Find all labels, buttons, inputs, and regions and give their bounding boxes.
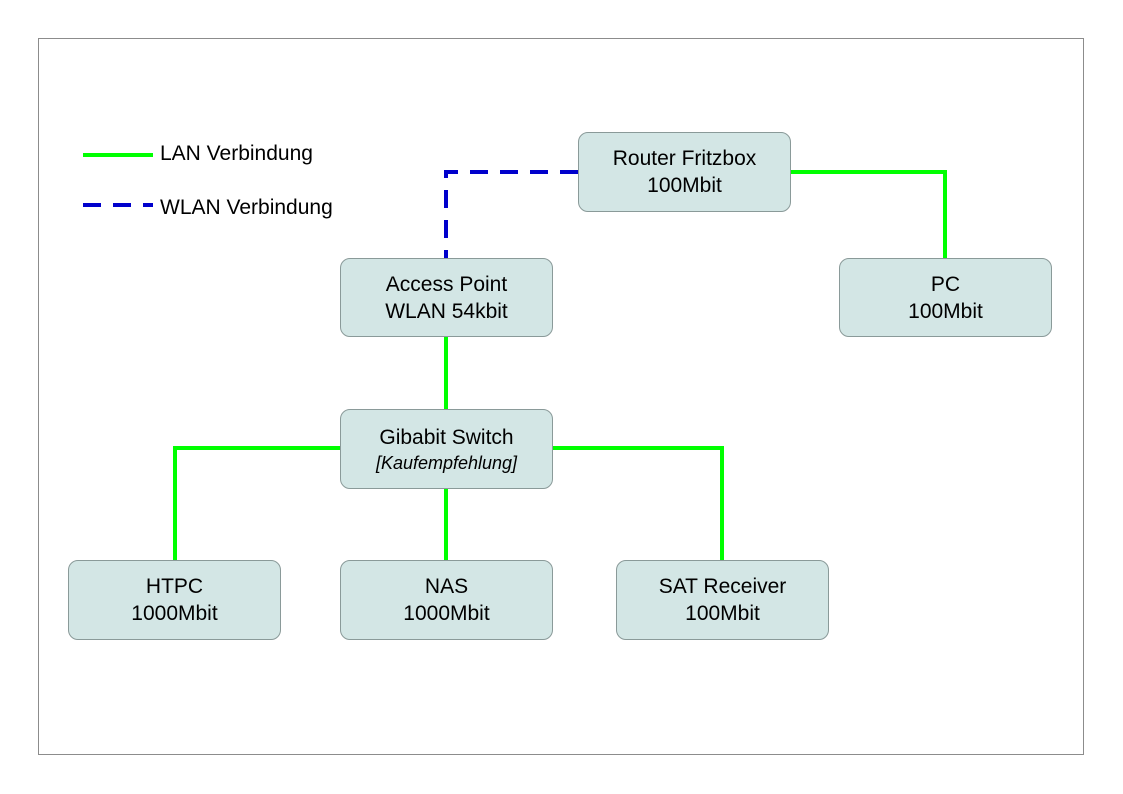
node-htpc-speed: 1000Mbit bbox=[131, 602, 218, 625]
link-router-accesspoint bbox=[444, 170, 578, 258]
node-htpc: HTPC 1000Mbit bbox=[68, 560, 281, 640]
node-access-point: Access Point WLAN 54kbit bbox=[340, 258, 553, 337]
node-pc-title: PC bbox=[930, 272, 961, 296]
node-htpc-title: HTPC bbox=[145, 575, 204, 598]
node-nas-title: NAS bbox=[424, 575, 469, 598]
node-nas: NAS 1000Mbit bbox=[340, 560, 553, 640]
node-nas-speed: 1000Mbit bbox=[403, 602, 490, 625]
node-access-point-title: Access Point bbox=[385, 272, 508, 296]
node-access-point-speed: WLAN 54kbit bbox=[385, 299, 508, 323]
node-switch-note: [Kaufempfehlung] bbox=[375, 452, 518, 473]
node-sat-receiver-speed: 100Mbit bbox=[685, 602, 760, 625]
node-switch: Gibabit Switch [Kaufempfehlung] bbox=[340, 409, 553, 489]
link-router-pc bbox=[790, 170, 947, 258]
node-router-title: Router Fritzbox bbox=[612, 147, 757, 170]
node-pc-speed: 100Mbit bbox=[908, 299, 983, 323]
node-router: Router Fritzbox 100Mbit bbox=[578, 132, 791, 212]
legend-lan-label: LAN Verbindung bbox=[160, 142, 313, 165]
node-sat-receiver: SAT Receiver 100Mbit bbox=[616, 560, 829, 640]
node-sat-receiver-title: SAT Receiver bbox=[658, 575, 787, 598]
link-switch-htpc bbox=[173, 446, 341, 560]
link-switch-satreceiver bbox=[552, 446, 724, 560]
node-switch-title: Gibabit Switch bbox=[379, 425, 514, 449]
node-pc: PC 100Mbit bbox=[839, 258, 1052, 337]
diagram-frame bbox=[38, 38, 1084, 755]
legend-wlan-label: WLAN Verbindung bbox=[160, 196, 333, 219]
node-router-speed: 100Mbit bbox=[647, 174, 722, 197]
